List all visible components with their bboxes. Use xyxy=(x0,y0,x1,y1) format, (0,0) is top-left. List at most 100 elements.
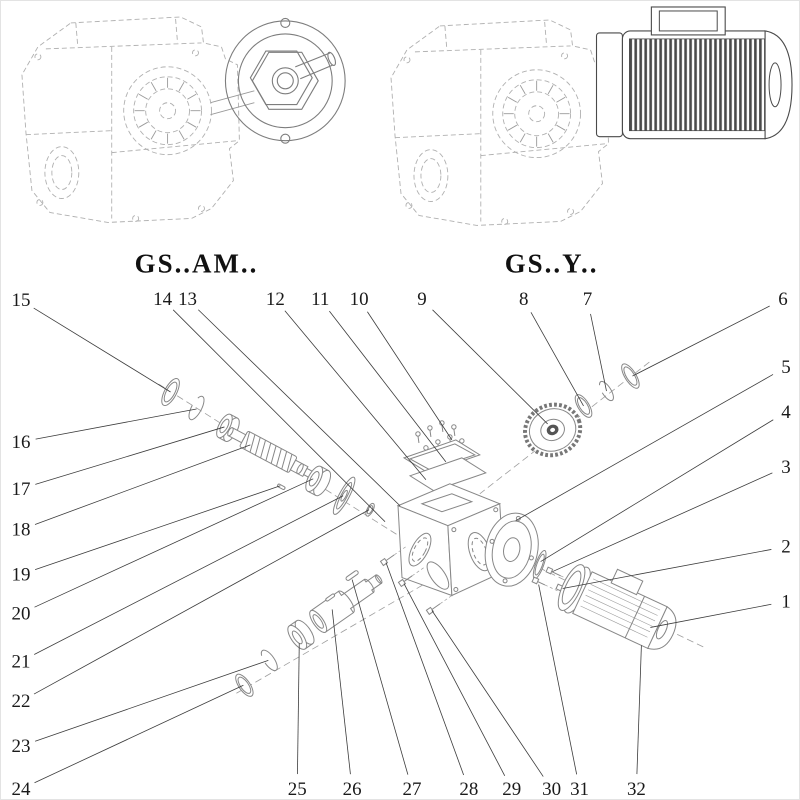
model-label-gs-am: GS..AM.. xyxy=(135,248,259,278)
part-20-bearing xyxy=(305,465,332,497)
mounting-flange-drawing xyxy=(224,17,346,144)
assembled-view-gs-y xyxy=(390,6,793,226)
leader-line-12 xyxy=(284,310,427,481)
callout-number-13: 13 xyxy=(178,289,197,310)
leader-line-25 xyxy=(297,643,300,775)
leader-line-18 xyxy=(34,444,251,525)
callout-number-29: 29 xyxy=(502,779,521,799)
leader-line-6 xyxy=(632,305,770,377)
callout-number-21: 21 xyxy=(11,651,30,672)
callout-number-7: 7 xyxy=(583,289,592,310)
part-28-bolt xyxy=(379,545,408,567)
leader-line-22 xyxy=(33,509,370,695)
part-31-bolt xyxy=(531,576,560,592)
callout-number-10: 10 xyxy=(350,289,369,310)
part-9-helical-gear xyxy=(523,402,583,458)
callout-number-1: 1 xyxy=(781,591,790,612)
callout-number-23: 23 xyxy=(11,736,30,757)
leader-line-3 xyxy=(552,472,773,572)
leader-line-9 xyxy=(432,309,548,425)
callout-number-16: 16 xyxy=(11,432,30,453)
leader-line-5 xyxy=(515,374,774,522)
leader-line-16 xyxy=(35,408,197,440)
leader-line-13 xyxy=(198,309,401,507)
callout-number-2: 2 xyxy=(781,537,790,558)
leader-line-14 xyxy=(172,309,386,522)
callout-number-8: 8 xyxy=(519,289,528,310)
motor-cooling-fins xyxy=(629,38,766,132)
callout-number-5: 5 xyxy=(781,357,790,378)
leader-line-27 xyxy=(351,579,409,775)
callout-number-19: 19 xyxy=(11,565,30,586)
leader-line-10 xyxy=(367,311,453,441)
leader-line-8 xyxy=(530,312,584,407)
exploded-view xyxy=(158,361,705,697)
leader-line-30 xyxy=(431,610,544,777)
part-19-pin xyxy=(277,483,286,490)
leader-line-20 xyxy=(34,478,314,608)
part-30-bolt xyxy=(425,594,454,616)
callout-number-24: 24 xyxy=(11,779,30,799)
part-6-ring xyxy=(621,363,640,389)
gearbox-housing-drawing xyxy=(21,16,240,223)
part-15-seal-ring xyxy=(161,378,180,407)
part-5-flange-cover xyxy=(484,512,539,587)
leader-line-1 xyxy=(650,603,772,628)
callout-number-31: 31 xyxy=(570,779,589,799)
callout-number-20: 20 xyxy=(11,603,30,624)
leader-line-28 xyxy=(385,562,465,776)
callout-number-18: 18 xyxy=(11,520,30,541)
leader-line-17 xyxy=(35,426,225,485)
part-18-worm-shaft xyxy=(227,427,319,481)
motor-end-cap xyxy=(764,30,793,140)
part-22-ring xyxy=(365,502,375,517)
assembled-view-gs-am xyxy=(21,16,346,223)
callout-number-32: 32 xyxy=(627,779,646,799)
gearbox-housing-drawing-2 xyxy=(390,19,609,226)
leader-line-19 xyxy=(34,485,281,571)
leader-line-4 xyxy=(540,419,774,562)
callout-number-15: 15 xyxy=(11,290,30,311)
axis-gear xyxy=(479,361,650,495)
callout-number-26: 26 xyxy=(343,779,362,799)
part-12-gasket xyxy=(408,457,487,492)
input-shaft-drawing xyxy=(210,90,255,116)
part-29-bolt xyxy=(397,566,426,588)
leader-line-29 xyxy=(403,583,506,776)
electric-motor-drawing xyxy=(595,6,793,140)
part-26-pin xyxy=(325,593,336,602)
callout-number-30: 30 xyxy=(542,779,561,799)
leader-line-23 xyxy=(34,659,269,742)
part-16-retaining-ring xyxy=(188,395,205,421)
callout-number-6: 6 xyxy=(778,289,787,310)
callout-number-9: 9 xyxy=(417,289,426,310)
leader-line-31 xyxy=(538,584,578,775)
leader-line-11 xyxy=(329,310,447,463)
leader-line-15 xyxy=(33,307,171,393)
leader-line-7 xyxy=(590,313,607,392)
part-27-key xyxy=(345,570,359,581)
leader-line-32 xyxy=(636,645,642,775)
model-label-gs-y: GS..Y.. xyxy=(505,248,599,278)
leader-line-21 xyxy=(34,495,344,655)
callout-number-17: 17 xyxy=(11,479,30,500)
leader-line-26 xyxy=(331,609,351,775)
part-25-bearing xyxy=(287,619,315,650)
leader-line-24 xyxy=(34,684,244,784)
axis-output-shaft xyxy=(236,571,447,694)
callout-number-14: 14 xyxy=(153,289,172,310)
callout-number-27: 27 xyxy=(403,779,422,799)
part-24-washer xyxy=(235,673,254,697)
part-23-retaining-ring xyxy=(260,649,278,672)
motor-terminal-box xyxy=(650,6,726,36)
callout-number-11: 11 xyxy=(311,289,329,310)
callout-number-28: 28 xyxy=(459,779,478,799)
part-27-output-shaft xyxy=(309,574,383,633)
callout-number-12: 12 xyxy=(266,289,285,310)
callout-number-22: 22 xyxy=(11,691,30,712)
callout-number-3: 3 xyxy=(781,457,790,478)
callout-number-25: 25 xyxy=(288,779,307,799)
